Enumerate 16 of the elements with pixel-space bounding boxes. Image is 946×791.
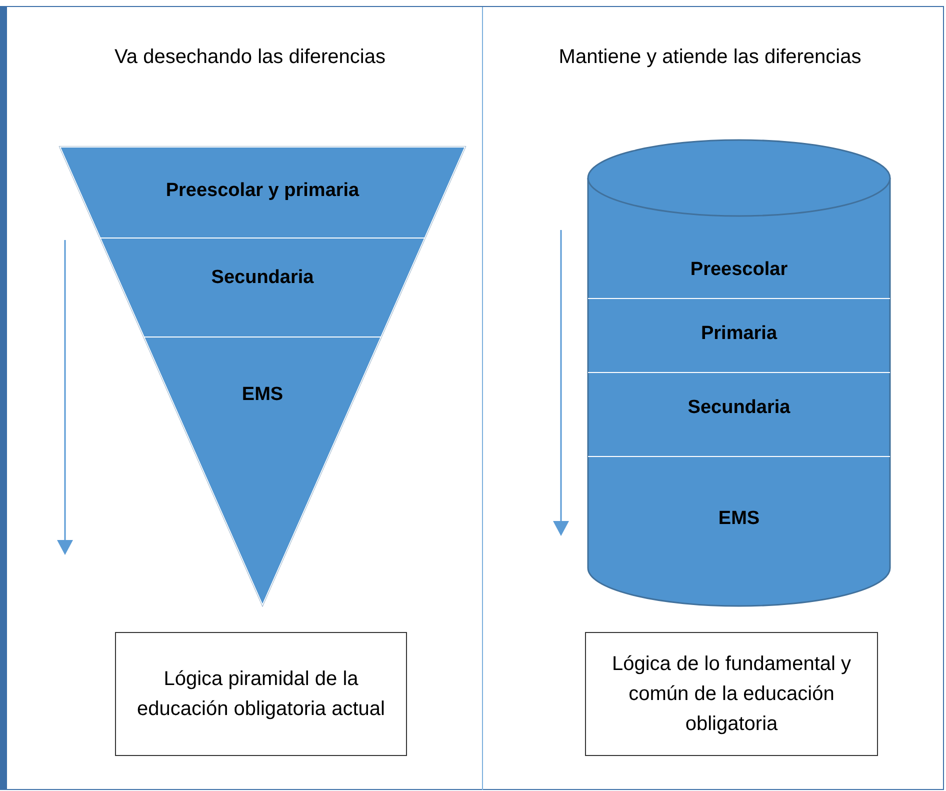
triangle-band [100,238,425,337]
triangle-band [60,147,465,238]
box-text: Lógica de lo fundamental y común de la educación obligatoria [610,652,852,737]
band-label: EMS [717,507,761,531]
band-label: Preescolar y primaria [164,179,360,203]
process-box [115,632,407,756]
band-label: EMS [240,383,284,407]
band-label: Primaria [700,322,778,346]
triangle-band [144,337,381,605]
band-label: Secundaria [686,396,792,420]
column-heading: Mantiene y atiende las diferencias [558,45,862,70]
band-label: Secundaria [210,266,315,290]
column-heading: Va desechando las diferencias [114,45,386,70]
process-box [585,632,878,756]
band-label: Preescolar [689,258,789,282]
box-text: Lógica piramidal de la educación obligatoria actual [136,667,386,722]
